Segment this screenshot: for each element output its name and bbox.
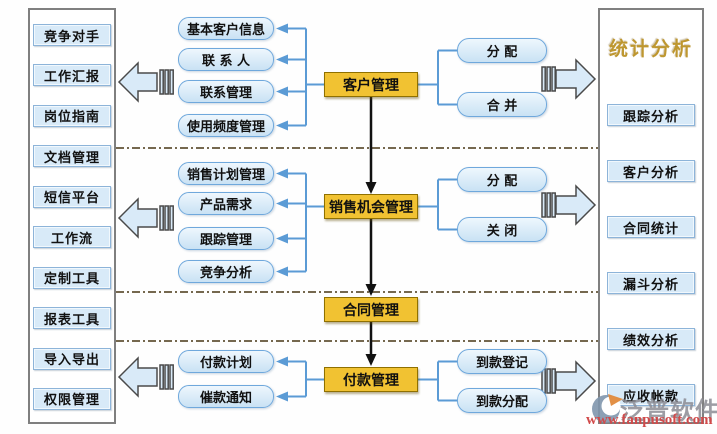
- left-panel-item: 权限管理: [33, 387, 111, 410]
- statistics-item: 合同统计: [607, 216, 695, 238]
- statistics-item: 跟踪分析: [607, 104, 695, 126]
- statistics-panel-title: 统计分析: [608, 37, 693, 60]
- left-panel-item: 工作流: [33, 226, 111, 249]
- sales-sub-box: 销售计划管理: [178, 162, 274, 185]
- sales-action-connectors: [418, 178, 457, 231]
- payment-sub-box: 催款通知: [178, 385, 274, 408]
- sales-action-box: 关 闭: [457, 217, 547, 242]
- payment-action-box: 到款登记: [457, 349, 547, 374]
- customer-sub-box: 联 系 人: [178, 48, 274, 71]
- block-arrow-right-icon: [541, 360, 597, 402]
- customer-sub-box: 基本客户信息: [178, 17, 274, 40]
- statistics-item: 客户分析: [607, 160, 695, 182]
- sales-sub-arrowheads: [276, 168, 288, 277]
- left-panel-item: 导入导出: [33, 347, 111, 370]
- payment-sub-arrowheads: [276, 356, 288, 402]
- left-panel-item: 竞争对手: [33, 24, 111, 46]
- block-arrow-left-icon: [117, 356, 174, 398]
- customer-sub-connectors: [288, 27, 324, 127]
- sales-sub-box: 跟踪管理: [178, 227, 274, 250]
- statistics-item: 应收帐款: [607, 384, 695, 406]
- node-sales-opportunity-management: 销售机会管理: [324, 194, 418, 219]
- payment-sub-connectors: [288, 360, 324, 398]
- node-contract-management: 合同管理: [324, 297, 418, 322]
- left-panel-item: 定制工具: [33, 266, 111, 289]
- left-tools-panel: 竞争对手 工作汇报 岗位指南 文档管理 短信平台 工作流 定制工具 报表工具 导…: [28, 8, 116, 424]
- node-customer-management: 客户管理: [324, 72, 418, 97]
- customer-sub-box: 使用频度管理: [178, 114, 274, 137]
- block-arrow-left-icon: [117, 197, 174, 239]
- payment-action-box: 到款分配: [457, 388, 547, 413]
- statistics-panel: 统计分析 跟踪分析 客户分析 合同统计 漏斗分析 绩效分析 应收帐款: [598, 8, 704, 424]
- left-panel-item: 工作汇报: [33, 64, 111, 87]
- block-arrow-right-icon: [541, 58, 597, 100]
- sales-sub-box: 产品需求: [178, 192, 274, 215]
- left-panel-item: 文档管理: [33, 145, 111, 168]
- customer-action-box: 合 并: [457, 92, 547, 117]
- payment-sub-box: 付款计划: [178, 350, 274, 373]
- block-arrow-right-icon: [541, 184, 597, 226]
- left-panel-item: 报表工具: [33, 307, 111, 330]
- left-panel-item: 短信平台: [33, 185, 111, 208]
- payment-action-connectors: [418, 360, 457, 402]
- customer-sub-arrowheads: [276, 23, 288, 131]
- statistics-item: 绩效分析: [607, 328, 695, 350]
- customer-action-connectors: [418, 49, 457, 106]
- sales-action-box: 分 配: [457, 167, 547, 192]
- statistics-items: 跟踪分析 客户分析 合同统计 漏斗分析 绩效分析 应收帐款: [606, 104, 696, 410]
- sales-sub-connectors: [288, 172, 324, 273]
- statistics-item: 漏斗分析: [607, 272, 695, 294]
- block-arrow-left-icon: [117, 61, 174, 103]
- customer-action-box: 分 配: [457, 38, 547, 63]
- left-panel-item: 岗位指南: [33, 104, 111, 127]
- sales-sub-box: 竞争分析: [178, 260, 274, 283]
- customer-sub-box: 联系管理: [178, 80, 274, 103]
- node-payment-management: 付款管理: [324, 367, 418, 392]
